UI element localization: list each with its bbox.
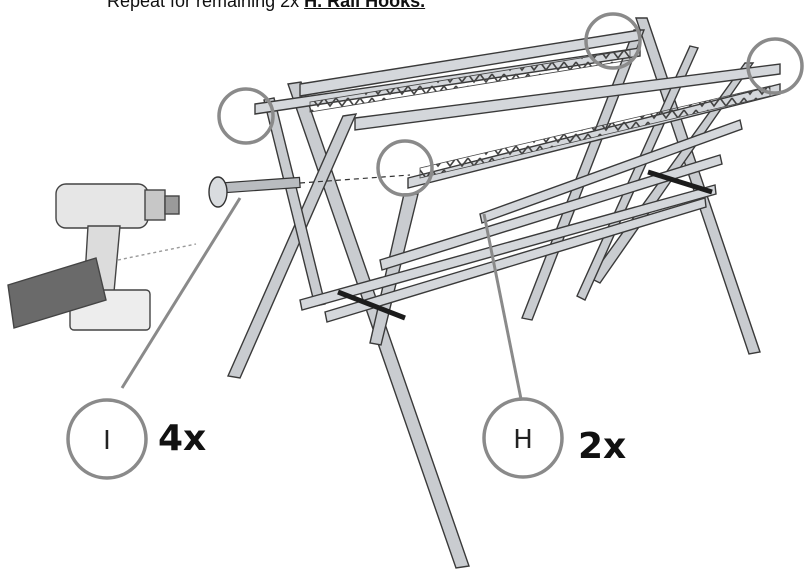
attachment-marker (584, 12, 642, 70)
power-drill-icon (7, 183, 197, 331)
bolt-icon (208, 174, 411, 208)
callout-leaders (120, 197, 523, 400)
callout-letter: I (103, 426, 111, 456)
support-straps (337, 169, 713, 321)
callout-quantity: 4x (158, 418, 206, 459)
attachment-marker (376, 139, 434, 197)
attachment-marker (217, 87, 275, 145)
instruction-part-name: H. Rail Hooks. (304, 0, 426, 11)
callout-letter: H (513, 425, 533, 455)
lower-rails (299, 119, 743, 323)
rail-hook-strips (309, 49, 771, 179)
callout-quantity: 2x (578, 426, 626, 467)
callout-part-h: H 2x (482, 397, 626, 479)
instruction-prefix: Repeat for remaining 2x (107, 0, 305, 11)
front-frame-legs (226, 81, 470, 569)
callout-part-i: I 4x (66, 398, 206, 480)
attachment-marker (746, 37, 804, 95)
attachment-point-markers (217, 12, 804, 197)
step-instruction: Repeat for remaining 2x H. Rail Hooks. (107, 0, 425, 12)
